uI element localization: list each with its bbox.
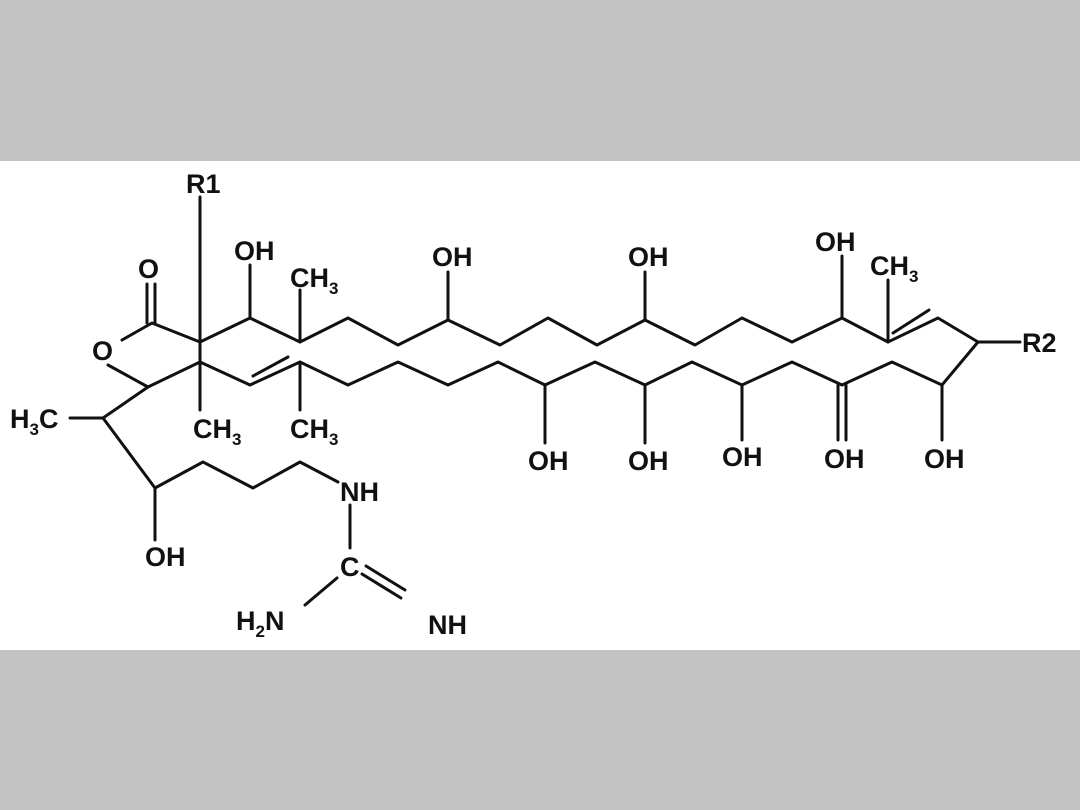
oh-label: OH <box>432 242 473 272</box>
oh-label: OH <box>815 227 856 257</box>
oh-label: OH <box>722 442 763 472</box>
ch3-label: CH3 <box>193 414 241 449</box>
oh-label: OH <box>234 236 275 266</box>
carbonyl-oxygen-label: O <box>138 254 159 284</box>
ch3-label: CH3 <box>290 414 338 449</box>
nh-label: NH <box>340 477 379 507</box>
guanidine-carbon-label: C <box>340 552 360 582</box>
oh-label: OH <box>145 542 186 572</box>
ch3-label: CH3 <box>290 263 338 298</box>
oh-label: OH <box>628 446 669 476</box>
oh-label: OH <box>628 242 669 272</box>
h3c-label: H3C <box>10 404 58 439</box>
structure-panel <box>0 161 1080 650</box>
bonds <box>68 195 1022 607</box>
ch3-label: CH3 <box>870 251 918 286</box>
atom-labels: R1 O O OH CH3 OH OH OH CH3 R2 H3C CH3 CH… <box>10 169 1057 641</box>
h2n-label: H2N <box>236 606 284 641</box>
ring-oxygen-label: O <box>92 336 113 366</box>
oh-label: OH <box>824 444 865 474</box>
oh-label: OH <box>528 446 569 476</box>
r2-label: R2 <box>1022 328 1057 358</box>
nh-label: NH <box>428 610 467 640</box>
oh-label: OH <box>924 444 965 474</box>
r1-label: R1 <box>186 169 221 199</box>
